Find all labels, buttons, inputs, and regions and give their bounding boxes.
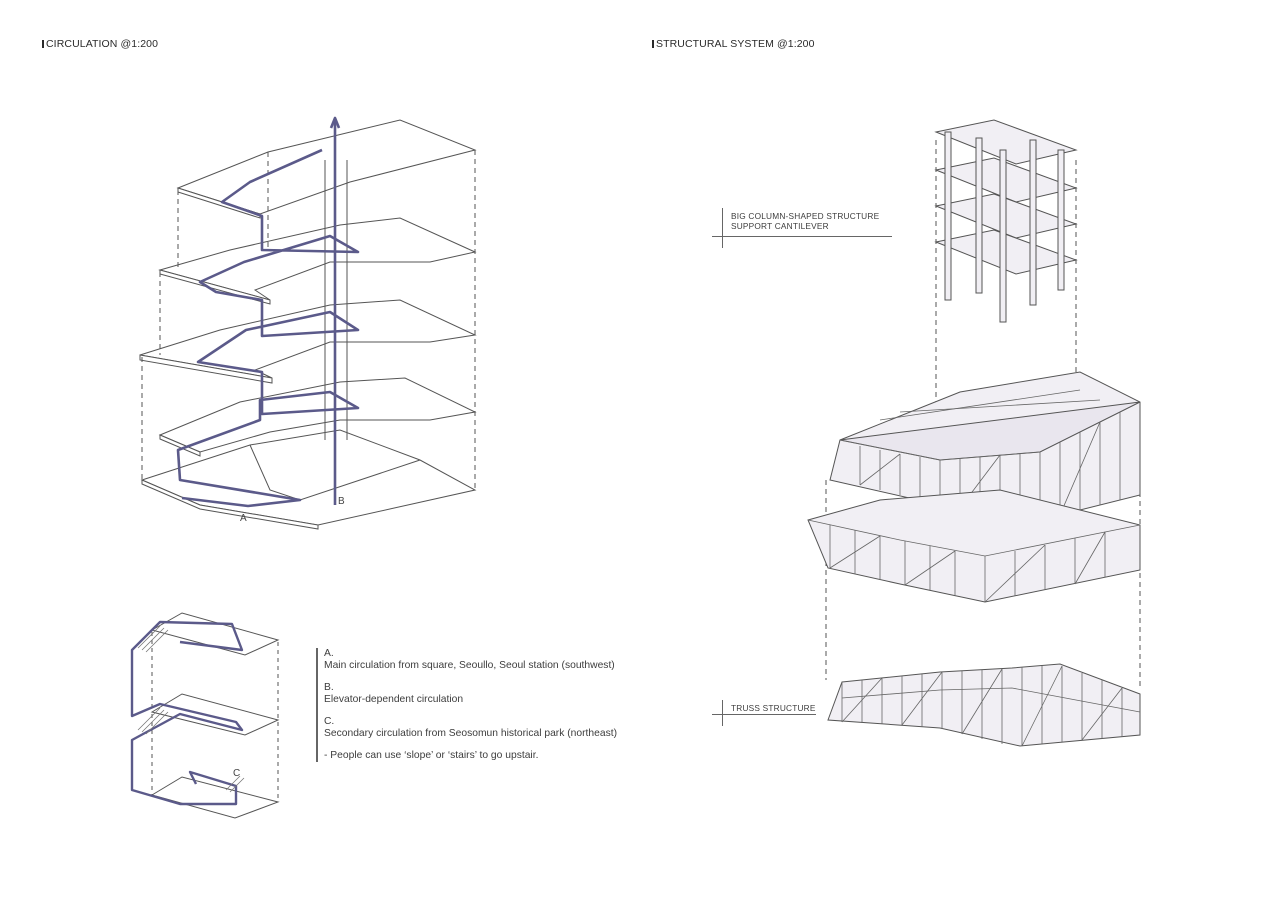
ground-slab-edge: [141, 479, 319, 530]
floor-3-slab: [139, 299, 477, 379]
bottom-truss: [827, 663, 1141, 747]
legend-item-b: B. Elevator-dependent circulation: [324, 682, 617, 705]
small-circulation-path: [130, 620, 244, 806]
circulation-legend: A. Main circulation from square, Seoullo…: [316, 648, 617, 762]
ground-slope: [249, 444, 421, 501]
floor-2-slab: [158, 377, 477, 453]
small-stairs: [137, 625, 245, 793]
path-a: [176, 148, 360, 508]
truss-callout-hline: [712, 714, 816, 715]
structure-title: STRUCTURAL SYSTEM @1:200: [652, 38, 815, 50]
truss-callout: TRUSS STRUCTURE: [731, 703, 816, 713]
legend-item-c: C. Secondary circulation from Seosomun h…: [324, 716, 617, 739]
title-marker: [42, 40, 44, 48]
legend-note: - People can use ‘slope’ or ‘stairs’ to …: [324, 750, 617, 762]
legend-b-text: Elevator-dependent circulation: [324, 693, 464, 705]
cantilever-lower-truss: [807, 519, 1141, 603]
truss-callout-text: TRUSS STRUCTURE: [731, 703, 816, 713]
title-marker: [652, 40, 654, 48]
column-callout: BIG COLUMN-SHAPED STRUCTURE SUPPORT CANT…: [731, 211, 879, 231]
column-callout-line2: SUPPORT CANTILEVER: [731, 221, 829, 231]
small-floor-bottom: [150, 776, 280, 819]
legend-item-a: A. Main circulation from square, Seoullo…: [324, 648, 617, 671]
column-frame: [934, 119, 1078, 323]
legend-note-text: - People can use ‘slope’ or ‘stairs’ to …: [324, 750, 539, 761]
structure-title-text: STRUCTURAL SYSTEM @1:200: [656, 38, 815, 50]
marker-b: B: [338, 496, 345, 507]
marker-c: C: [233, 768, 240, 779]
cantilever-lower-block: [807, 489, 1141, 603]
floor-3-lower: [139, 354, 273, 384]
truss-callout-vline: [722, 700, 723, 726]
column-callout-line1: BIG COLUMN-SHAPED STRUCTURE: [731, 211, 880, 221]
small-dashed-lines: [151, 632, 279, 802]
legend-a-key: A.: [324, 648, 334, 659]
circulation-path: [176, 116, 360, 508]
legend-b-key: B.: [324, 682, 334, 693]
floor-4-slab: [158, 217, 477, 301]
small-floor-mid: [150, 693, 280, 736]
building-floors: [139, 119, 477, 530]
bottom-truss-members: [841, 665, 1141, 747]
column-callout-vline: [722, 208, 723, 248]
circulation-title: CIRCULATION @1:200: [42, 38, 158, 50]
marker-a: A: [240, 513, 247, 524]
envelope-dashed-lines: [141, 150, 476, 490]
legend-c-text: Secondary circulation from Seosomun hist…: [324, 727, 618, 739]
small-circulation-diagram: [130, 612, 280, 819]
circulation-title-text: CIRCULATION @1:200: [46, 38, 159, 50]
frame-columns: [944, 131, 1065, 323]
path-b-arrow: [329, 116, 341, 129]
legend-a-text: Main circulation from square, Seoullo, S…: [324, 659, 615, 671]
legend-c-key: C.: [324, 716, 335, 727]
column-callout-hline: [712, 236, 892, 237]
